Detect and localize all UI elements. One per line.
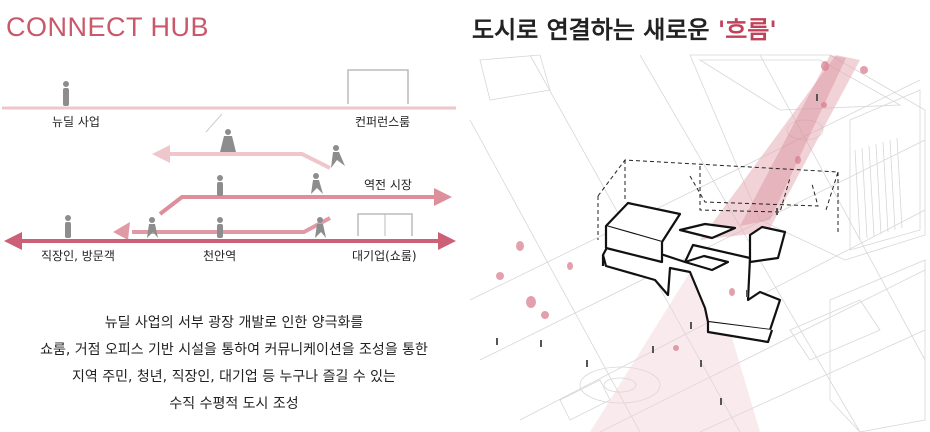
label-station: 천안역 [203, 249, 237, 263]
person-figure [220, 129, 236, 152]
people-figures-small [496, 94, 818, 405]
building-mass [601, 201, 787, 344]
flow-arrow-middle-head [434, 188, 452, 206]
flow-arrow-upper [168, 152, 331, 170]
conference-room-frame [347, 69, 409, 104]
connect-hub-title: CONNECT HUB [6, 12, 210, 42]
station-line-head-right [438, 232, 456, 250]
flow-title-main: 도시로 연결하는 새로운 [472, 16, 718, 44]
person-figure [217, 217, 223, 238]
label-market: 역전 시장 [364, 178, 412, 192]
person-figure [147, 217, 158, 238]
faint-diagonal-arrow [205, 113, 223, 133]
flow-arrow-upper-head [152, 145, 170, 163]
person-figure [331, 145, 345, 168]
people-dots [496, 61, 868, 351]
description-line-4: 수직 수평적 도시 조성 [169, 396, 299, 412]
flow-band-highlight [740, 55, 846, 226]
person-figure [217, 175, 223, 196]
dashed-volume [597, 159, 839, 240]
person-figure [311, 173, 323, 194]
flow-arrow-middle [158, 195, 438, 216]
person-figure [65, 215, 71, 238]
label-workers: 직장인, 방문객 [41, 249, 115, 263]
label-conference: 컨퍼런스룸 [355, 115, 411, 129]
flow-band [700, 55, 860, 240]
label-company: 대기업(쇼룸) [352, 249, 417, 263]
person-figure [63, 81, 69, 106]
flow-title: 도시로 연결하는 새로운 '흐름' [472, 10, 777, 45]
station-line-head-left [4, 232, 22, 250]
flow-arrow-diagonal [132, 216, 331, 234]
flow-arrow-diagonal-head [113, 222, 130, 240]
label-newdeal: 뉴딜 사업 [52, 115, 100, 129]
description-line-2: 쇼룸, 거점 오피스 기반 시설을 통하여 커뮤니케이션을 조성을 통한 [40, 342, 428, 358]
person-figures [63, 81, 345, 238]
description-line-1: 뉴딜 사업의 서부 광장 개발로 인한 양극화를 [104, 315, 364, 331]
flow-title-accent: '흐름' [717, 16, 777, 44]
person-figure [315, 217, 326, 238]
description-line-3: 지역 주민, 청년, 직장인, 대기업 등 누구나 즐길 수 있는 [72, 369, 396, 385]
